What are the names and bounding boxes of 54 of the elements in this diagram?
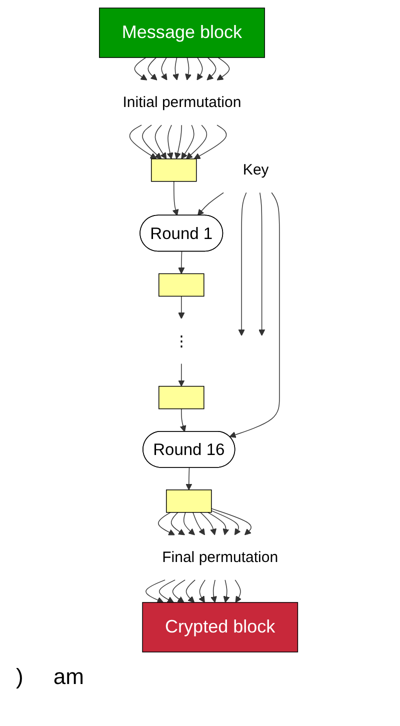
arrow [174,124,182,160]
node-bar [158,273,204,297]
arrow [181,124,194,160]
node-text: Initial permutation [122,94,242,111]
arrow [178,251,185,274]
arrow [192,512,205,536]
arrow [158,580,176,603]
node-box: Crypted block [142,602,298,652]
arrow [194,124,227,160]
node-text: Final permutation [162,549,278,566]
arrow [134,57,148,80]
arrow [148,57,158,80]
arrow [146,580,166,604]
arrow [238,192,247,336]
arrow [166,124,174,160]
arrow [197,192,224,216]
arrow [160,57,168,80]
node-text: Key [242,162,269,178]
node-bar [158,386,204,410]
arrow [178,296,185,320]
arrow [200,512,217,536]
arrow [185,57,192,80]
arrow [172,580,186,603]
arrow [180,408,186,432]
arrow [211,508,252,536]
arrow [208,512,230,536]
arrow [258,192,266,336]
arrow [198,580,206,603]
arrow [229,192,280,438]
arrow [172,57,179,80]
arrow [206,57,216,80]
text-fragment: am [53,664,84,690]
arrow [158,512,175,536]
node-text: ⋮ [174,333,189,350]
arrow [170,512,185,536]
arrow [196,57,204,80]
arrow [186,467,192,490]
arrow [154,124,167,160]
node-bar [151,158,197,182]
arrow [142,124,162,160]
arrow [186,124,208,160]
node-box: Message block [99,8,265,58]
arrow [178,363,185,387]
arrow [234,580,242,603]
arrow [172,181,179,216]
arrow [216,57,230,80]
node-bar [166,490,212,513]
text-fragment: ) [16,664,24,690]
arrow [211,510,241,536]
arrow [210,580,217,603]
arrow [186,580,196,603]
arrow [129,124,157,160]
arrow [183,512,195,536]
arrow [223,580,230,603]
